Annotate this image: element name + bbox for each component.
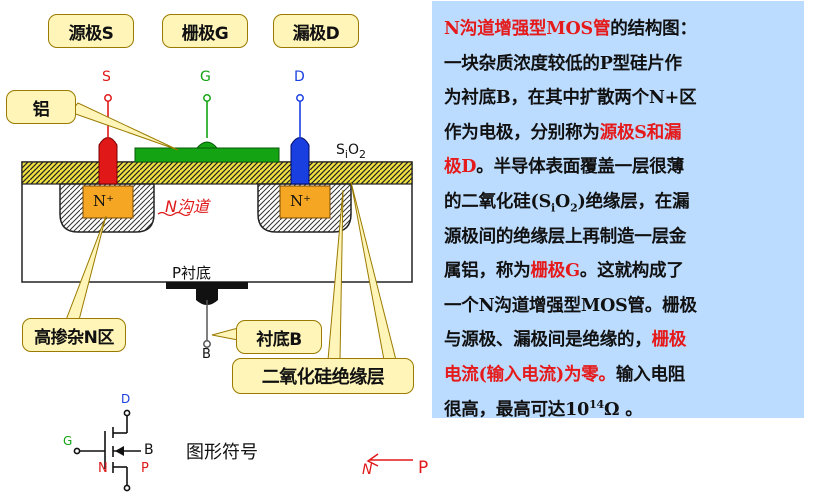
symbol-label-n: N	[98, 461, 108, 476]
pin-source-label: S	[102, 69, 111, 85]
pin-body-label: B	[202, 347, 211, 362]
text-line-8: 属铝，称为栅极G。这就构成了	[444, 261, 684, 282]
description-panel: N沟道增强型MOS管的结构图： 一块杂质浓度较低的P型硅片作 为衬底B，在其中扩…	[432, 1, 804, 420]
p-substrate-label: P衬底	[172, 264, 212, 282]
n-plus-left-label: N⁺	[93, 192, 115, 210]
callout-high-doping: 高掺杂N区	[22, 318, 126, 352]
text-line-5: 极D。半导体表面覆盖一层很薄	[444, 157, 684, 178]
symbol-label-b: B	[144, 442, 154, 458]
pin-drain-label: D	[294, 69, 305, 85]
n-plus-region-right	[279, 185, 331, 219]
symbol-label-g: G	[63, 434, 73, 448]
n-plus-region-left	[82, 185, 134, 219]
callout-substrate: 衬底B	[236, 320, 322, 354]
mosfet-symbol	[73, 409, 141, 492]
oxide-formula-label: SiO2	[336, 142, 366, 161]
text-line-12: 很高，最高可达1014Ω 。	[444, 397, 643, 420]
arrow-label-p: P	[418, 458, 429, 478]
symbol-caption: 图形符号	[186, 442, 258, 463]
text-line-7: 源极间的绝缘层上再制造一层金	[444, 226, 687, 247]
callout-aluminum: 铝	[6, 90, 76, 124]
n-plus-right-label: N⁺	[290, 192, 312, 210]
callout-source: 源极S	[48, 14, 134, 48]
pin-gate-label: G	[200, 69, 211, 85]
arrow-label-n: N	[362, 462, 373, 478]
direction-arrow	[366, 453, 413, 467]
drain-metal	[290, 137, 310, 185]
channel-note: N沟道	[165, 197, 209, 216]
callout-oxide: 二氧化硅绝缘层	[232, 358, 414, 394]
oxide-layer	[21, 161, 413, 185]
text-line-11: 电流(输入电流)为零。输入电阻	[444, 364, 686, 385]
text-line-3: 为衬底B，在其中扩散两个N+区	[444, 88, 697, 109]
text-line-4: 作为电极，分别称为源极S和漏	[444, 122, 682, 143]
callout-drain: 漏极D	[273, 14, 359, 48]
mosfet-symbol-arrow	[115, 446, 124, 456]
symbol-label-d: D	[121, 392, 131, 406]
text-line-1: N沟道增强型MOS管的结构图：	[444, 19, 697, 39]
body-contact	[166, 282, 248, 289]
gate-metal	[134, 147, 280, 163]
source-metal	[98, 137, 118, 185]
callout-gate: 栅极G	[162, 14, 248, 48]
text-line-6: 的二氧化硅(SiO2)绝缘层，在漏	[444, 191, 690, 215]
text-line-10: 与源极、漏极间是绝缘的，栅极	[444, 330, 687, 351]
text-line-9: 一个N沟道增强型MOS管。栅极	[444, 295, 697, 316]
text-line-2: 一块杂质浓度较低的P型硅片作	[444, 53, 682, 74]
symbol-label-p: P	[141, 461, 149, 476]
